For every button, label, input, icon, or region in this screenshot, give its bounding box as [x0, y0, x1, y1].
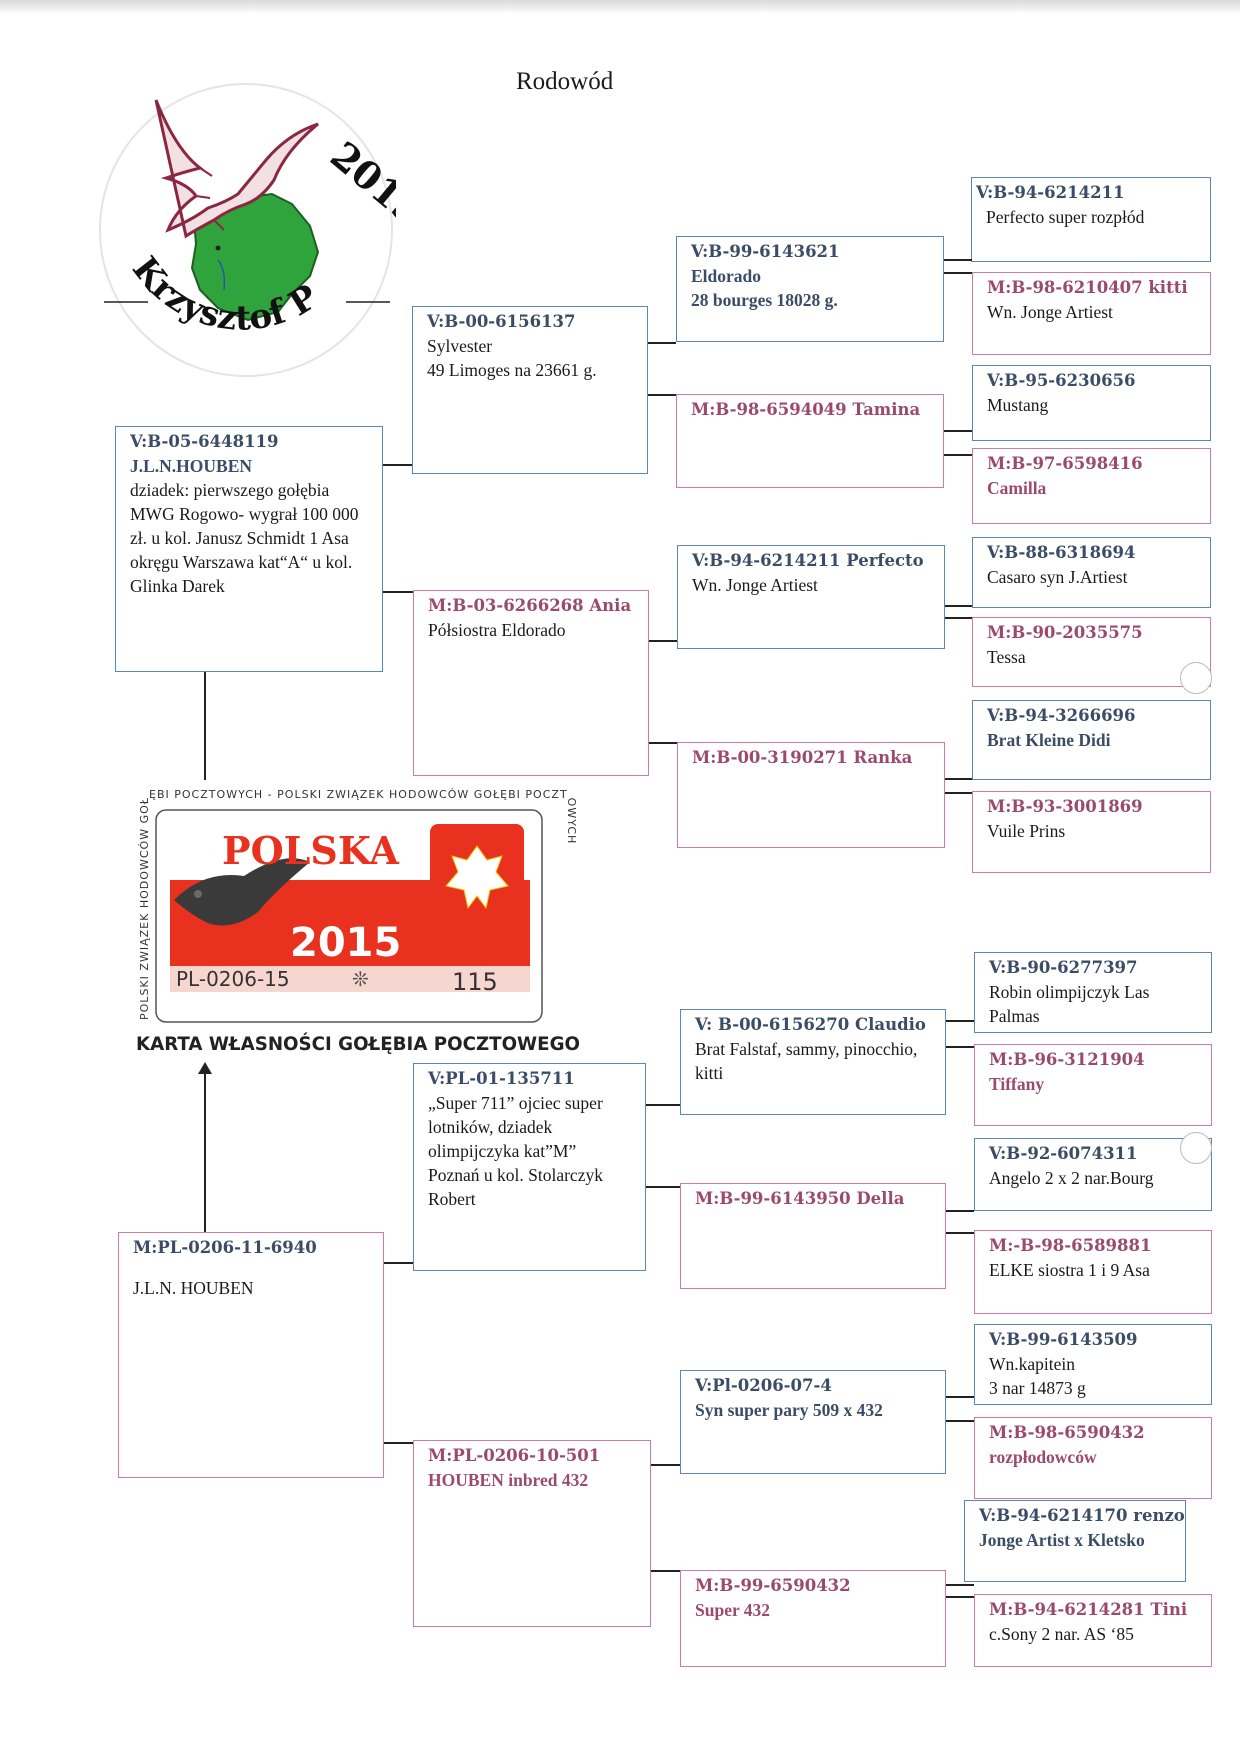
gen4-box-16: M:B-94-6214281 Tini c.Sony 2 nar. AS ‘85	[974, 1594, 1212, 1667]
connector-line	[946, 1596, 974, 1598]
gen4-box-4: M:B-97-6598416 Camilla	[972, 448, 1211, 524]
arrow-up-icon	[198, 1062, 212, 1074]
connector-line	[945, 605, 972, 607]
gen4-box-8: M:B-93-3001869 Vuile Prins	[972, 791, 1211, 873]
pigeon-ownership-card: POLSKA 2015 PL-0206-15 ❊ 115 KARTA WŁASN…	[134, 780, 582, 1062]
connector-line	[945, 778, 972, 780]
gen4-box-7: V:B-94-3266696 Brat Kleine Didi	[972, 700, 1211, 780]
gen3-box-7: V:Pl-0206-07-4 Syn super pary 509 x 432	[680, 1370, 946, 1474]
gen4-box-2: M:B-98-6210407 kitti Wn. Jonge Artiest	[972, 272, 1211, 355]
gen4-box-12: M:-B-98-6589881 ELKE siostra 1 i 9 Asa	[974, 1230, 1212, 1314]
scan-edge-shadow	[0, 0, 1240, 14]
dam-box: M:PL-0206-11-6940 J.L.N. HOUBEN	[118, 1232, 384, 1478]
gen4-box-1: V:B-94-6214211 Perfecto super rozpłód	[971, 177, 1211, 262]
connector-line	[944, 430, 972, 432]
connector-line	[945, 792, 972, 794]
gen4-box-9: V:B-90-6277397 Robin olimpijczyk Las Pal…	[974, 952, 1212, 1033]
connector-line	[646, 1104, 680, 1106]
sire-name: J.L.N.HOUBEN	[130, 455, 253, 476]
card-year-text: 2015	[290, 920, 401, 966]
document-title: Rodowód	[516, 68, 614, 95]
connector-line	[944, 272, 972, 274]
gen3-box-1: V:B-99-6143621 Eldorado 28 bourges 18028…	[676, 236, 944, 342]
connector-line	[204, 1068, 206, 1232]
gen3-box-2: M:B-98-6594049 Tamina	[676, 394, 944, 488]
gen3-box-5: V: B-00-6156270 Claudio Brat Falstaf, sa…	[680, 1009, 946, 1115]
gen3-box-4: M:B-00-3190271 Ranka	[677, 742, 945, 848]
connector-line	[383, 591, 413, 593]
connector-line	[204, 672, 206, 780]
connector-line	[946, 1420, 974, 1422]
connector-line	[383, 464, 412, 466]
connector-line	[945, 617, 972, 619]
gen4-box-11: V:B-92-6074311 Angelo 2 x 2 nar.Bourg	[974, 1138, 1212, 1211]
gen2-dam-of-sire: M:B-03-6266268 Ania Półsiostra Eldorado	[413, 590, 649, 776]
connector-line	[946, 1020, 974, 1022]
gen2-dam-of-dam: M:PL-0206-10-501 HOUBEN inbred 432	[413, 1440, 651, 1627]
gen3-box-8: M:B-99-6590432 Super 432	[680, 1570, 946, 1667]
sire-box: V:B-05-6448119 J.L.N.HOUBEN dziadek: pie…	[115, 426, 383, 672]
connector-line	[946, 1232, 974, 1234]
gen4-box-3: V:B-95-6230656 Mustang	[972, 365, 1211, 441]
gen3-box-3: V:B-94-6214211 Perfecto Wn. Jonge Arties…	[677, 545, 945, 649]
card-ring-number: PL-0206-15	[176, 967, 290, 991]
card-number: 115	[452, 968, 498, 996]
gen3-box-6: M:B-99-6143950 Della	[680, 1183, 946, 1289]
sire-notes: dziadek: pierwszego gołębia MWG Rogowo- …	[130, 479, 359, 597]
gen4-box-10: M:B-96-3121904 Tiffany	[974, 1044, 1212, 1126]
gen4-box-15: V:B-94-6214170 renzo Jonge Artist x Klet…	[964, 1500, 1186, 1582]
card-caption: KARTA WŁASNOŚCI GOŁĘBIA POCZTOWEGO	[136, 1031, 580, 1055]
card-country-text: POLSKA	[222, 828, 399, 873]
gen4-box-13: V:B-99-6143509 Wn.kapitein 3 nar 14873 g	[974, 1324, 1212, 1405]
gen4-box-6: M:B-90-2035575 Tessa	[972, 617, 1211, 687]
punch-hole-mark	[1180, 1132, 1212, 1164]
gen2-sire-of-dam: V:PL-01-135711 „Super 711” ojciec super …	[413, 1063, 646, 1271]
connector-line	[384, 1262, 413, 1264]
breeder-seal-logo: Krzysztof Pruski 2015	[96, 80, 396, 377]
sire-ring: V:B-05-6448119	[130, 432, 279, 451]
punch-hole-mark	[1180, 662, 1212, 694]
connector-line	[648, 394, 676, 396]
connector-line	[946, 1396, 974, 1398]
gen2-sire-of-sire: V:B-00-6156137 Sylvester 49 Limoges na 2…	[412, 306, 648, 474]
gen4-box-5: V:B-88-6318694 Casaro syn J.Artiest	[972, 537, 1211, 608]
connector-line	[944, 454, 972, 456]
card-flower-icon: ❊	[352, 969, 369, 991]
dam-name: J.L.N. HOUBEN	[133, 1277, 254, 1298]
connector-line	[946, 1210, 974, 1212]
connector-line	[651, 1570, 680, 1572]
connector-line	[649, 640, 677, 642]
connector-line	[384, 1442, 413, 1444]
connector-line	[651, 1464, 680, 1466]
dam-ring: M:PL-0206-11-6940	[133, 1238, 317, 1257]
connector-line	[944, 259, 972, 261]
connector-line	[649, 742, 677, 744]
connector-line	[646, 1186, 680, 1188]
connector-line	[946, 1584, 974, 1586]
connector-line	[648, 342, 676, 344]
connector-line	[946, 1046, 974, 1048]
gen4-box-14: M:B-98-6590432 rozpłodowców	[974, 1417, 1212, 1499]
